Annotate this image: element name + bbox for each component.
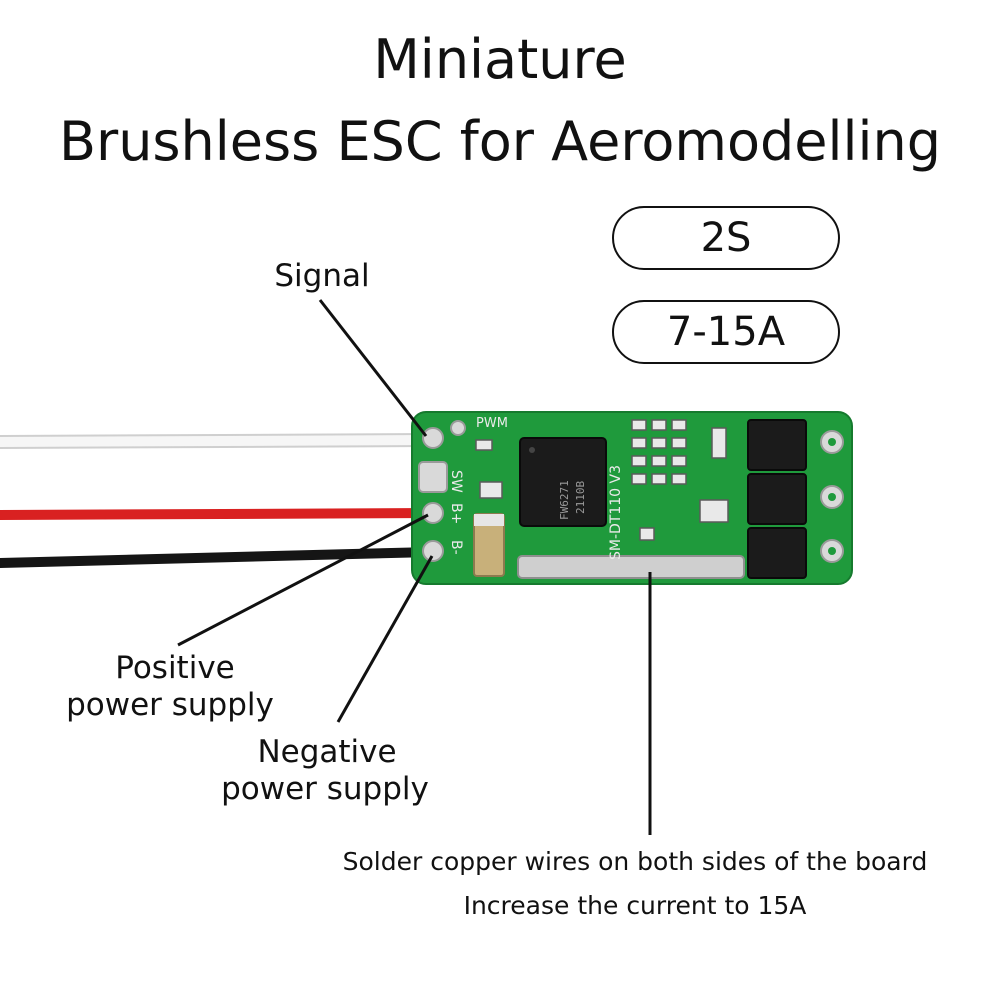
mosfet-3 bbox=[747, 527, 807, 579]
wires bbox=[0, 433, 437, 568]
mcu-chip bbox=[519, 437, 607, 527]
solder-note-line-1: Solder copper wires on both sides of the… bbox=[342, 847, 928, 876]
title-line-2: Brushless ESC for Aeromodelling bbox=[58, 110, 942, 173]
signal-label: Signal bbox=[274, 258, 370, 294]
silk-bminus: B- bbox=[448, 540, 464, 555]
passive-components bbox=[475, 419, 729, 541]
mosfet-2 bbox=[747, 473, 807, 525]
chip-pin1-dot bbox=[529, 447, 535, 453]
pad-bplus bbox=[422, 502, 444, 524]
signal-leader bbox=[318, 299, 428, 437]
motor-pad-a-hole bbox=[828, 438, 836, 446]
spec-current-badge: 7-15A bbox=[612, 300, 840, 364]
mosfets bbox=[747, 419, 807, 579]
negative-leader bbox=[336, 555, 434, 723]
silk-bplus: B+ bbox=[448, 503, 464, 524]
positive-wire bbox=[0, 508, 437, 520]
chip-marking-1: FW6271 bbox=[558, 480, 571, 520]
negative-label-2: power supply bbox=[221, 771, 429, 807]
negative-wire bbox=[0, 547, 437, 568]
pad-sw bbox=[418, 461, 448, 493]
positive-leader bbox=[177, 513, 429, 647]
silk-pwm: PWM bbox=[476, 416, 508, 431]
negative-label-1: Negative bbox=[257, 734, 397, 770]
capacitor-band bbox=[474, 514, 504, 526]
positive-label-1: Positive bbox=[115, 650, 235, 686]
silk-model: SM-DT110 V3 bbox=[608, 465, 624, 560]
spec-cells-badge: 2S bbox=[612, 206, 840, 270]
silk-sw: SW bbox=[448, 470, 464, 493]
esc-board: PWM SW B+ B- SM-DT110 V3 FW6271 2110B bbox=[411, 411, 853, 585]
pad-signal-top bbox=[450, 420, 466, 436]
pad-bminus bbox=[422, 540, 444, 562]
chip-marking-2: 2110B bbox=[574, 481, 587, 514]
positive-label-2: power supply bbox=[66, 687, 274, 723]
motor-pad-b-hole bbox=[828, 493, 836, 501]
signal-wire-core bbox=[0, 435, 435, 447]
title-line-1: Miniature bbox=[373, 28, 627, 91]
solder-note-line-2: Increase the current to 15A bbox=[463, 891, 807, 920]
mosfet-1 bbox=[747, 419, 807, 471]
pad-signal bbox=[422, 427, 444, 449]
solder-strip bbox=[517, 555, 745, 579]
callout-lines bbox=[177, 299, 652, 835]
motor-pad-c-hole bbox=[828, 547, 836, 555]
